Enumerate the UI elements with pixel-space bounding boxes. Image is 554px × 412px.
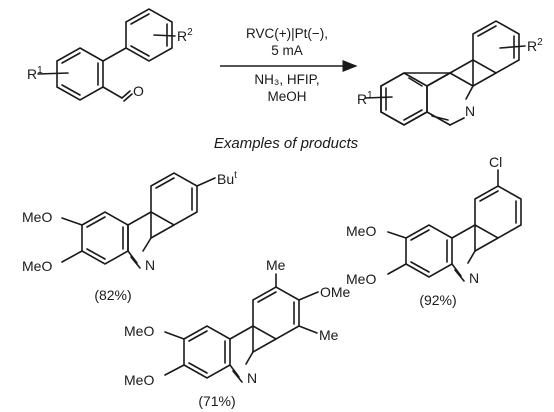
- product-structure: N R1 R2: [357, 20, 543, 126]
- example-product-2: Cl MeO MeO N (92%): [346, 154, 522, 308]
- example1-ome-top: MeO: [22, 209, 52, 225]
- example-product-3: Me OMe Me MeO MeO N (71%): [124, 257, 351, 409]
- example3-ome-bottom: MeO: [124, 372, 154, 388]
- example1-ome-bottom: MeO: [22, 258, 52, 274]
- example2-ome-bottom: MeO: [346, 271, 376, 287]
- example1-tbu: But: [217, 170, 237, 187]
- reactant-r2-label: R2: [177, 27, 193, 44]
- product-n: N: [465, 103, 475, 119]
- example3-ome-right: OMe: [320, 284, 351, 300]
- example1-n: N: [145, 257, 155, 273]
- example2-cl: Cl: [489, 154, 502, 170]
- product-r1-label: R1: [357, 90, 373, 107]
- reactant-structure: R1 R2 O: [27, 8, 193, 102]
- product-r2-label: R2: [527, 37, 543, 54]
- condition-electrodes: RVC(+)|Pt(−),: [246, 26, 328, 41]
- reactant-aldehyde-o: O: [133, 83, 144, 99]
- example1-yield: (82%): [94, 287, 131, 303]
- reactant-r1-label: R1: [27, 65, 43, 82]
- example2-n: N: [469, 270, 479, 286]
- condition-current: 5 mA: [271, 43, 303, 58]
- example3-me-top: Me: [266, 257, 286, 273]
- example3-me-right: Me: [319, 327, 339, 343]
- reaction-arrow-group: RVC(+)|Pt(−), 5 mA NH₃, HFIP, MeOH: [220, 26, 358, 104]
- example-product-1: But MeO MeO N (82%): [22, 170, 237, 303]
- condition-solvent: MeOH: [267, 89, 306, 104]
- example3-yield: (71%): [198, 393, 235, 409]
- example2-yield: (92%): [419, 292, 456, 308]
- example3-n: N: [247, 370, 257, 386]
- condition-reagents: NH₃, HFIP,: [254, 72, 319, 87]
- example3-ome-top: MeO: [124, 323, 154, 339]
- example2-ome-top: MeO: [346, 223, 376, 239]
- examples-section-title: Examples of products: [214, 135, 359, 152]
